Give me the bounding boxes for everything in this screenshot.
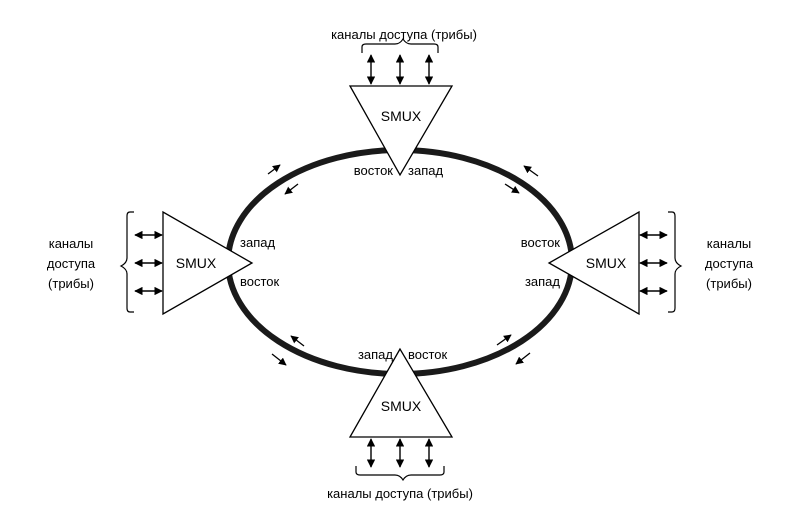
port-label-west: запад [358,347,393,362]
access-label-line: (трибы) [48,276,94,291]
access-label-line: доступа [705,256,754,271]
direction-arrow [515,352,531,365]
smux-triangle [547,210,640,316]
port-label-west: запад [408,163,443,178]
access-label-line: каналы [707,236,752,251]
smux-label: SMUX [586,255,627,271]
access-channel-arrows [639,230,668,296]
smux-label: SMUX [381,398,422,414]
brace [119,211,134,313]
port-label-east: восток [354,163,394,178]
ring-direction-arrows [267,164,539,366]
direction-arrow [496,334,512,346]
direction-arrow [504,183,520,194]
access-channel-arrows [134,230,163,296]
port-label-east: восток [521,235,561,250]
direction-arrow [284,183,299,195]
direction-arrow [523,165,539,177]
access-channel-arrows [366,54,434,85]
smux-triangle [348,347,454,438]
direction-arrow [267,164,281,175]
port-label-east: восток [240,274,280,289]
port-label-west: запад [240,235,275,250]
access-label: каналы доступа (трибы) [331,27,477,42]
direction-arrow [271,353,287,366]
smux-label: SMUX [381,108,422,124]
node-left: SMUX каналы доступа (трибы) запад восток [47,210,280,316]
access-label-line: каналы [49,236,94,251]
port-label-west: запад [525,274,560,289]
access-label-line: (трибы) [706,276,752,291]
port-label-east: восток [408,347,448,362]
brace [361,37,439,53]
smux-label: SMUX [176,255,217,271]
optical-ring [225,147,575,377]
access-channel-arrows [366,438,434,468]
smux-triangle [348,85,454,177]
node-right: SMUX каналы доступа (трибы) восток запад [521,210,754,316]
direction-arrow [290,335,305,347]
access-label: каналы доступа (трибы) [327,486,473,501]
access-label-line: доступа [47,256,96,271]
node-top: SMUX каналы доступа (трибы) восток запад [331,27,477,178]
node-bottom: SMUX запад восток каналы доступа (трибы) [327,347,473,501]
smux-triangle [162,210,254,316]
brace [355,466,445,482]
brace [668,211,683,313]
